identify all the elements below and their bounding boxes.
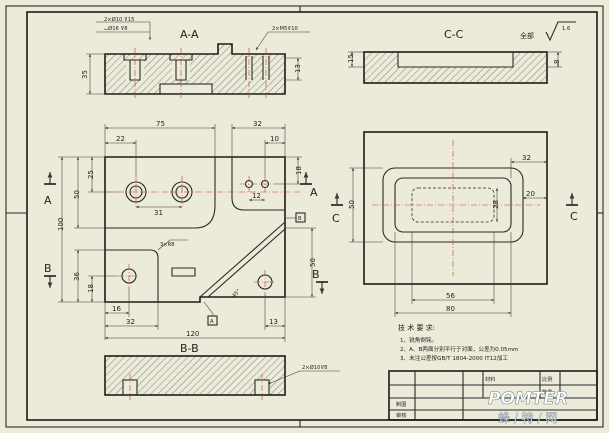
cut-b-right-label: B [312,268,320,281]
cut-c-right-label: C [570,210,578,223]
dim-left-25: 25 [87,170,95,179]
cc-left-dim: 15 [347,54,355,63]
section-a-a-label: A-A [180,28,199,41]
title-block-scale: 比例 [542,375,552,383]
main-plan-view: 75 22 32 10 100 50 25 36 18 31 12 3×R8 [44,120,328,342]
dim-bottom-16: 16 [112,305,121,313]
aa-hole-callout-line2: ⌴Ø16 ⊽8 [104,25,128,32]
pocket-plan-view: 50 28 32 20 56 80 C C [331,131,578,317]
dim-top-32: 32 [253,120,262,128]
dim-mid-31: 31 [154,209,163,217]
cut-a-left-label: A [44,194,52,207]
aa-right-dim: 13 [294,64,302,73]
dim-left-36: 36 [73,272,81,281]
watermark-brand: POMTER [488,389,568,409]
requirement-item-2: 2、A、B两面分别平行于对面，公差为0.05mm [400,345,518,353]
fillet-callout: 3×R8 [160,242,175,248]
technical-requirements: 技 术 要 求: 1、锐角倒钝。 2、A、B两面分别平行于对面，公差为0.05m… [398,323,518,362]
dim-cc-80: 80 [446,305,455,313]
title-block-checked: 审核 [396,411,406,419]
dim-right-50: 50 [309,258,317,267]
section-b-b-label: B-B [180,342,199,355]
dim-bottom-13: 13 [269,318,278,326]
cc-right-dim: 8 [553,60,561,64]
dim-cc-32: 32 [522,154,531,162]
bb-hole-callout: 2×Ø10⊽8 [302,364,327,371]
title-block: 材料 比例 数量 制图 审核 [388,370,598,421]
dim-cc-50: 50 [348,200,356,209]
dim-top-10: 10 [270,135,279,143]
dim-left-100: 100 [57,218,65,231]
title-block-count: 数量 [542,388,552,396]
title-block-drawn: 制图 [396,400,406,408]
dim-cc-20: 20 [526,190,535,198]
requirement-item-1: 1、锐角倒钝。 [400,336,437,344]
dim-top-22: 22 [116,135,125,143]
sheet-border [5,5,604,428]
requirement-item-3: 3、未注公差按GB/T 1804-2000 IT12加工 [400,354,508,362]
section-a-a-view: A-A 2×Ø10 ⊽15 ⌴Ø16 ⊽8 2×M5⊽10 35 13 [81,16,310,100]
surface-finish-note: 全部 1.6 [520,21,576,42]
cut-b-left-label: B [44,262,52,275]
dim-bottom-120: 120 [186,330,199,338]
dim-cc-56: 56 [446,292,455,300]
dim-top-75: 75 [156,120,165,128]
dim-mid-12: 12 [252,192,261,200]
dim-left-18: 18 [87,284,95,293]
datum-b-flag: B [298,216,302,222]
aa-height-dim: 35 [81,70,89,79]
requirements-title: 技 术 要 求: [398,323,435,332]
dim-bottom-32: 32 [126,318,135,326]
surface-finish-value: 1.6 [562,26,570,32]
title-block-material: 材料 [485,375,495,383]
aa-thread-callout: 2×M5⊽10 [272,26,298,32]
watermark-cn: 蜂 / 特 / 网 [498,410,557,425]
cut-c-left-label: C [332,212,340,225]
surface-finish-prefix: 全部 [520,31,534,40]
dim-left-50: 50 [73,190,81,199]
site-watermark: POMTER 蜂 / 特 / 网 [488,389,569,425]
cut-a-right-label: A [310,186,318,199]
section-c-c-view: C-C 15 8 [347,28,562,84]
section-b-b-view: B-B 2×Ø10⊽8 [104,342,340,400]
aa-hole-callout-line1: 2×Ø10 ⊽15 [104,16,134,23]
section-c-c-label: C-C [444,28,464,41]
dim-angle-45: 45° [231,288,242,299]
roughness-symbol-icon [545,21,576,42]
dim-cc-28: 28 [492,200,500,209]
dim-right-18: 18 [295,166,303,175]
datum-a-flag: A [210,319,214,325]
